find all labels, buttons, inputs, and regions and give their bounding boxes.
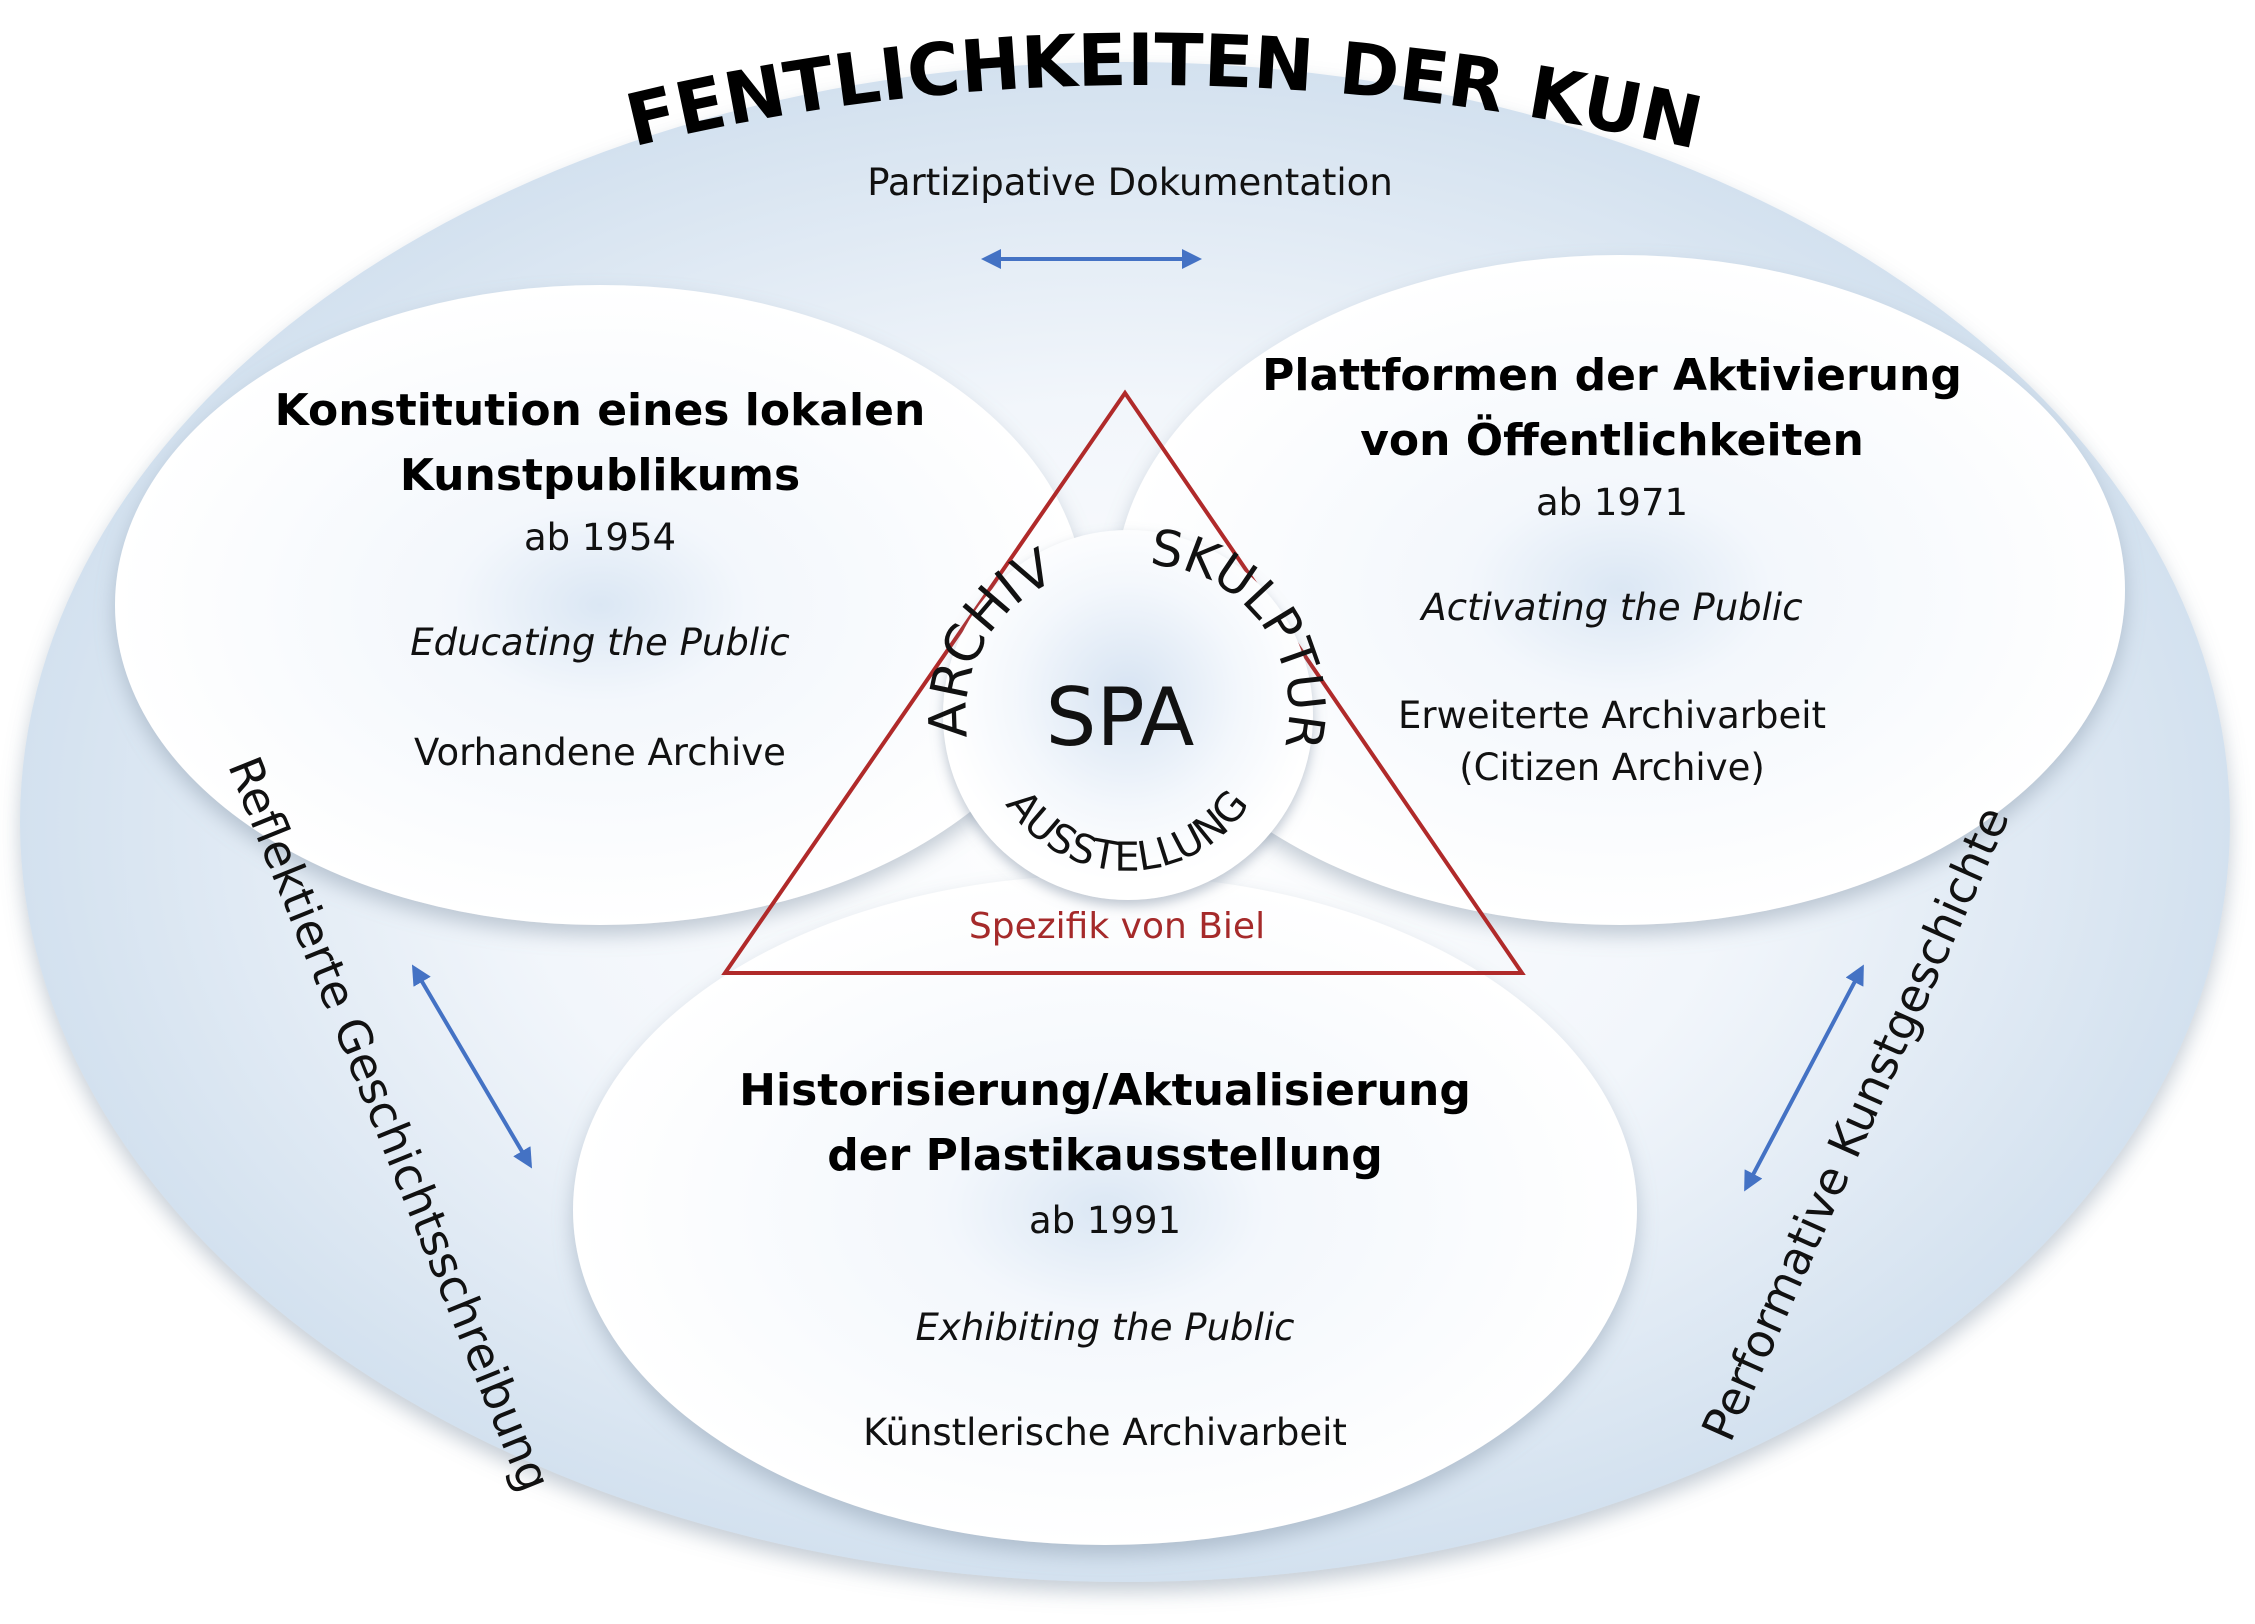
red-triangle [721,389,1526,975]
bubble-right-heading-2: von Öffentlichkeiten [1360,413,1864,466]
bubble-left-motto: Educating the Public [410,621,789,664]
bubble-bottom-heading-1: Historisierung/Aktualisierung [739,1065,1471,1116]
bubble-left-heading-2: Kunstpublikums [400,450,800,501]
core-center-label: SPA [1046,671,1195,764]
bubble-right-archive-1: Erweiterte Archivarbeit [1398,694,1826,737]
bubble-bottom: Historisierung/Aktualisierung der Plasti… [573,875,1637,1545]
triangle-label: Spezifik von Biel [969,906,1265,947]
bubble-left-period: ab 1954 [524,516,676,559]
bubble-right: Plattformen der Aktivierung von Öffentli… [1115,255,2125,925]
top-label: Partizipative Dokumentation [867,161,1393,204]
bubble-bottom-heading-2: der Plastikausstellung [827,1130,1383,1181]
bubble-right-motto: Activating the Public [1419,586,1802,629]
bubble-left-archive: Vorhandene Archive [414,731,786,774]
bubble-right-archive-2: (Citizen Archive) [1459,746,1765,789]
bubble-right-period: ab 1971 [1536,481,1688,524]
left-double-arrow [411,964,533,1169]
bubble-bottom-archive: Künstlerische Archivarbeit [863,1411,1347,1454]
bubble-right-heading-1: Plattformen der Aktivierung [1262,350,1962,401]
right-double-arrow [1744,964,1864,1192]
bubble-left-heading-1: Konstitution eines lokalen [275,385,926,436]
bubble-left: Konstitution eines lokalen Kunstpublikum… [115,285,1085,925]
bubble-bottom-period: ab 1991 [1029,1199,1181,1242]
bubble-bottom-motto: Exhibiting the Public [916,1306,1295,1349]
